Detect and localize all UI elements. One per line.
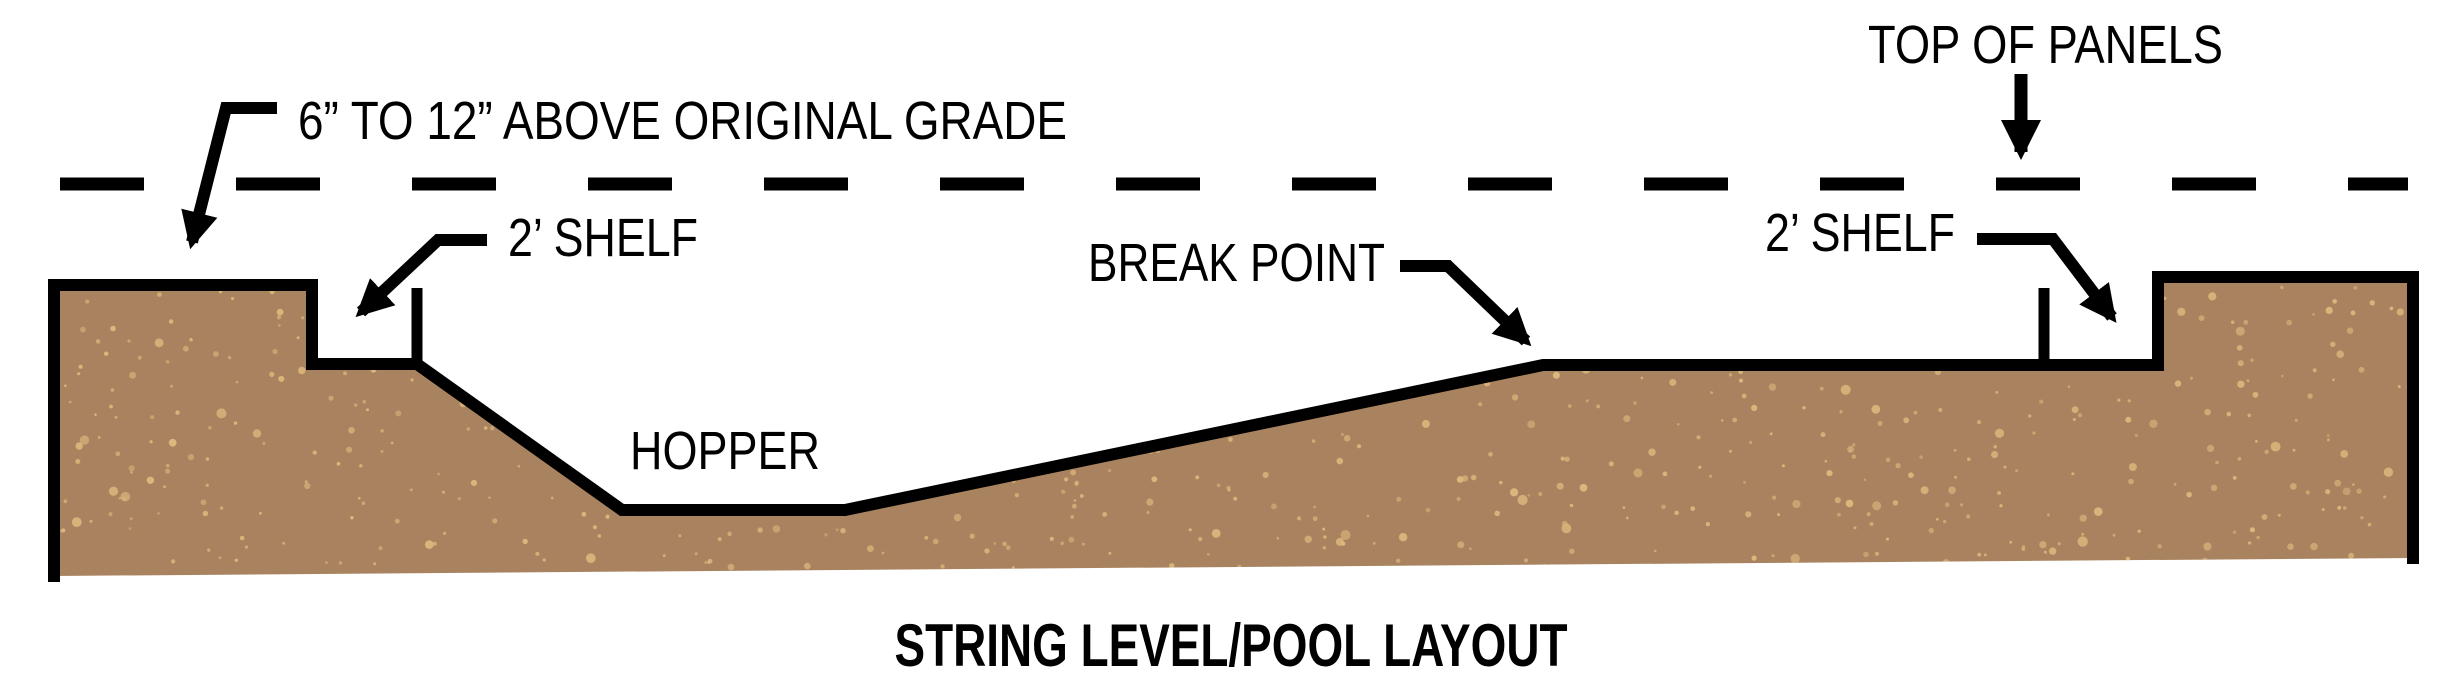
shelf-left-label: 2’ SHELF (508, 208, 698, 268)
diagram-caption: STRING LEVEL/POOL LAYOUT (895, 612, 1568, 677)
ground-cross-section (54, 277, 2413, 576)
top-of-panels-label: TOP OF PANELS (1868, 15, 2223, 75)
grade-leader-arrow (181, 102, 277, 250)
break-point-label: BREAK POINT (1088, 233, 1385, 293)
shelf-right-leader-arrow (1977, 233, 2117, 323)
hopper-label: HOPPER (630, 421, 820, 481)
break-point-leader-arrow (1400, 260, 1532, 347)
shelf-right-label: 2’ SHELF (1765, 203, 1955, 263)
shelf-left-leader-arrow (355, 234, 487, 318)
ground-outline (48, 271, 2419, 582)
grade-label: 6” TO 12” ABOVE ORIGINAL GRADE (298, 91, 1067, 151)
